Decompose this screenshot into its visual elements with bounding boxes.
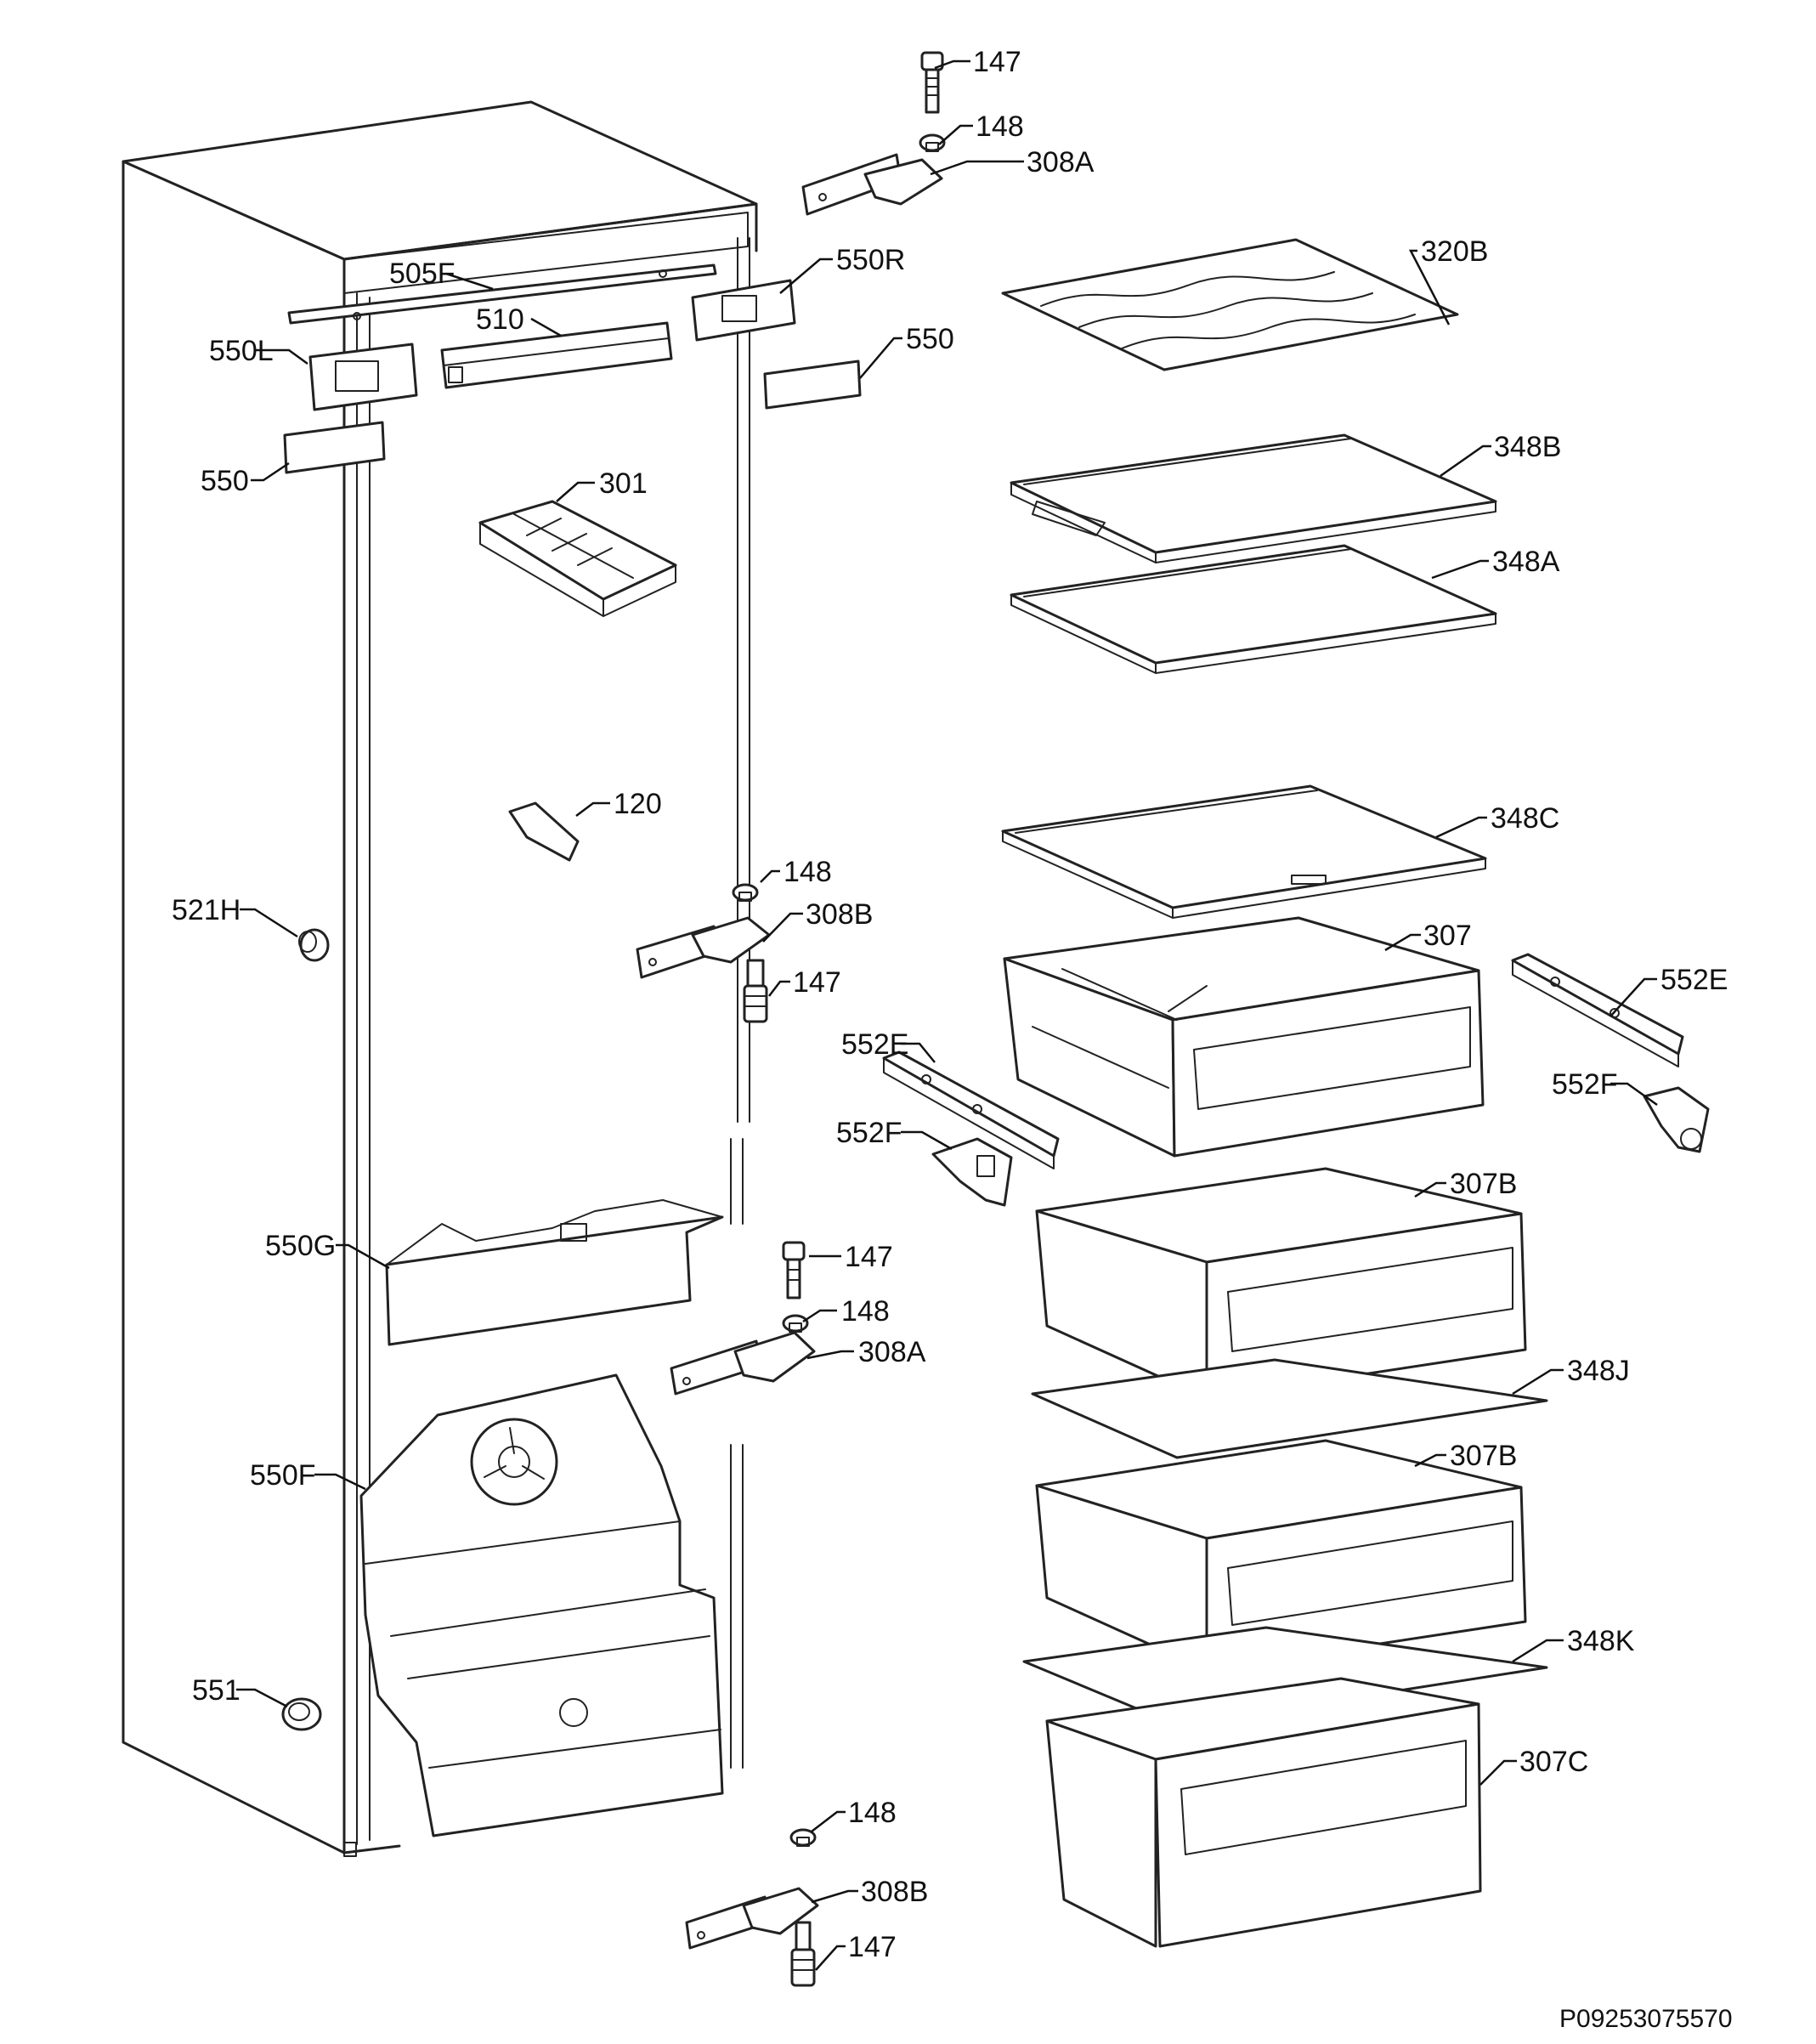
- label-551: 551: [192, 1674, 240, 1707]
- label-552E-right: 552E: [1660, 964, 1728, 996]
- label-147-mid: 147: [793, 966, 841, 999]
- label-320B: 320B: [1421, 235, 1488, 268]
- label-147-bottom: 147: [848, 1931, 897, 1963]
- part-552F-latch-left: [931, 1137, 1013, 1207]
- label-120: 120: [614, 788, 662, 820]
- part-labels: 147 148 308A 320B 505F 550R 510 550L 550…: [172, 46, 1728, 1963]
- label-552F-left: 552F: [836, 1117, 902, 1149]
- part-120-clip: [508, 801, 580, 862]
- part-551-knob: [281, 1697, 322, 1731]
- label-348A: 348A: [1492, 546, 1560, 578]
- part-348J-glass-plate: [1031, 1358, 1548, 1459]
- label-552E-left: 552E: [841, 1028, 908, 1061]
- label-307B-lower: 307B: [1450, 1440, 1517, 1472]
- part-147-screw-top: [920, 51, 944, 114]
- part-552E-rail-right: [1511, 953, 1684, 1067]
- part-307C-drawer: [1045, 1677, 1482, 1948]
- label-301: 301: [599, 467, 648, 500]
- diagram-code: P09253075570: [1559, 2005, 1733, 2033]
- part-552E-rail-left: [882, 1050, 1060, 1169]
- label-308A-lower: 308A: [858, 1336, 926, 1368]
- part-307-drawer: [1003, 916, 1485, 1158]
- part-348C-glass-shelf: [1001, 784, 1487, 919]
- part-307B-drawer-upper: [1035, 1167, 1527, 1400]
- label-552F-right: 552F: [1552, 1068, 1618, 1101]
- part-301-ice-tray: [478, 500, 677, 617]
- label-307: 307: [1423, 920, 1472, 952]
- part-505F-rail: [287, 263, 717, 325]
- part-510-lamp-cover: [440, 321, 673, 389]
- part-521H-knob: [298, 928, 330, 962]
- label-348K: 348K: [1567, 1625, 1635, 1657]
- label-308A: 308A: [1027, 146, 1095, 178]
- part-320B-bottle-rack: [1001, 238, 1459, 371]
- label-148: 148: [976, 110, 1024, 143]
- label-550F: 550F: [250, 1459, 316, 1492]
- label-308B: 308B: [806, 898, 873, 931]
- part-147-screw-mid: [743, 959, 768, 1023]
- part-148-washer-mid: [732, 883, 759, 902]
- part-308A-hinge-lower: [670, 1331, 816, 1396]
- label-550R: 550R: [836, 244, 905, 276]
- part-550-pad-left: [283, 421, 386, 474]
- part-308B-hinge-bottom: [685, 1887, 819, 1950]
- part-348B-glass-shelf: [1010, 433, 1497, 563]
- part-550R-bracket: [691, 279, 796, 342]
- label-550-right: 550: [906, 323, 954, 355]
- label-550-left: 550: [201, 465, 249, 497]
- label-307C: 307C: [1519, 1746, 1588, 1778]
- part-308A-hinge-top: [801, 153, 943, 216]
- label-348J: 348J: [1567, 1355, 1630, 1387]
- label-348C: 348C: [1491, 802, 1559, 835]
- label-505F: 505F: [389, 258, 455, 290]
- part-552F-latch-right: [1643, 1086, 1710, 1153]
- label-148-lower: 148: [841, 1295, 890, 1328]
- part-348A-glass-shelf: [1010, 544, 1497, 674]
- label-510: 510: [476, 303, 524, 336]
- label-307B-upper: 307B: [1450, 1168, 1517, 1200]
- part-550-pad-right: [763, 360, 862, 410]
- part-148-washer-lower: [782, 1314, 809, 1333]
- fridge-cabinet: [122, 100, 758, 1857]
- label-148-mid: 148: [784, 856, 832, 888]
- part-148-washer-bottom: [789, 1828, 817, 1847]
- part-147-screw-bottom: [790, 1921, 816, 1987]
- leader-lines: [236, 59, 1658, 1971]
- label-147: 147: [973, 46, 1021, 78]
- part-550F-air-duct: [359, 1373, 724, 1837]
- label-550L: 550L: [209, 335, 274, 367]
- label-148-bottom: 148: [848, 1797, 897, 1829]
- part-307B-drawer-lower: [1035, 1439, 1527, 1672]
- part-550L-bracket: [308, 343, 418, 411]
- part-148-washer-top: [919, 133, 946, 152]
- label-348B: 348B: [1494, 431, 1561, 463]
- label-147-lower: 147: [845, 1241, 893, 1273]
- label-308B-bottom: 308B: [861, 1876, 928, 1908]
- part-147-screw-lower: [782, 1241, 806, 1299]
- part-550G-cover: [385, 1199, 724, 1346]
- part-348K-glass-plate: [1022, 1626, 1548, 1727]
- label-521H: 521H: [172, 894, 240, 926]
- part-308B-hinge-mid: [636, 916, 771, 979]
- label-550G: 550G: [265, 1230, 336, 1262]
